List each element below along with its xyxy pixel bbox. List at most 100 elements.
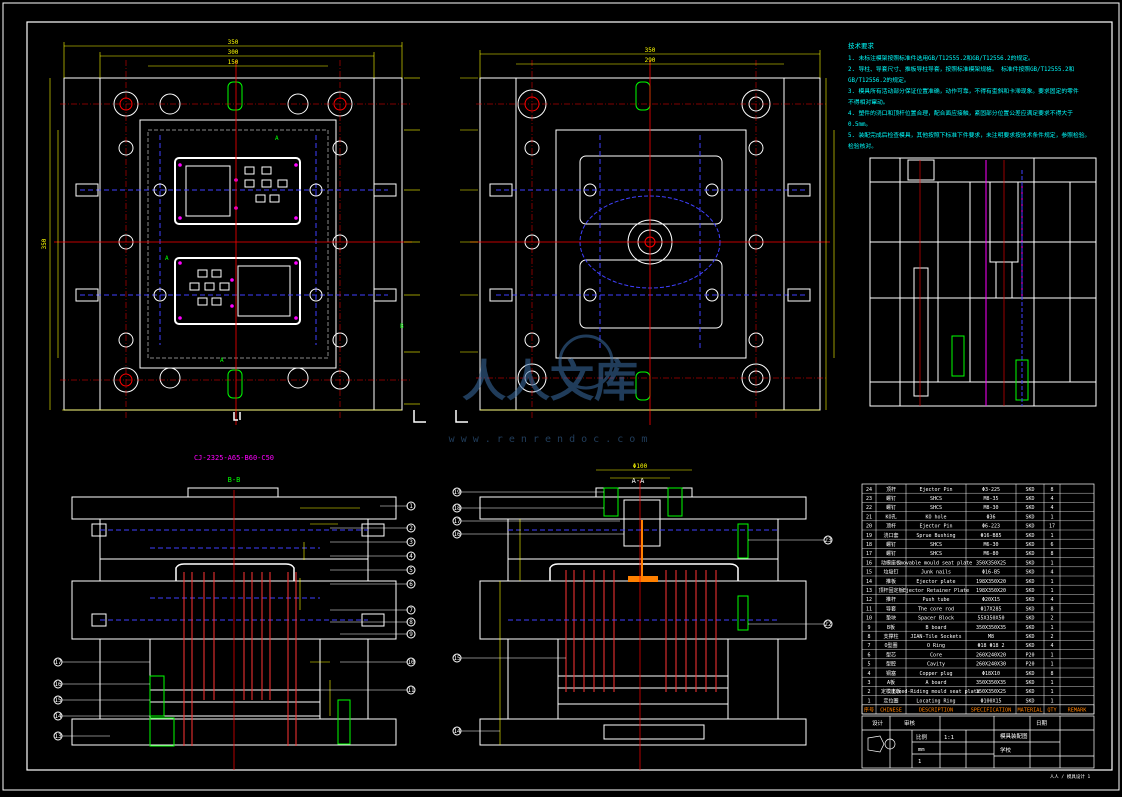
bom-cell-mat: P20: [1025, 652, 1034, 658]
bom-cell-no: 17: [866, 551, 872, 557]
balloon-label: 9: [409, 631, 413, 638]
bom-cell-no: 9: [867, 625, 870, 631]
balloon: 16: [452, 529, 624, 539]
balloon-label: 4: [409, 553, 413, 560]
balloon: 15: [452, 653, 566, 663]
bom-cell-en: B board: [925, 625, 946, 631]
balloon-label: 14: [453, 728, 461, 735]
balloons-aa-left: 19 18 17 16 15 14: [452, 487, 624, 736]
bom-cell-cn: 定模座板: [881, 688, 901, 695]
bom-cell-no: 6: [867, 652, 870, 658]
bom-cell-qty: 1: [1050, 680, 1053, 686]
bom-cell-cn: 垃圾钉: [883, 569, 898, 576]
bom-cell-cn: 型腔: [886, 661, 896, 668]
bom-cell-mat: SKD: [1025, 634, 1034, 640]
bom-header-en: DESCRIPTION: [919, 708, 953, 714]
bom-cell-spec: M6-30: [983, 542, 998, 548]
bom-cell-mat: SKD: [1025, 505, 1034, 511]
balloon-label: 8: [409, 619, 413, 626]
balloon: 18: [452, 503, 604, 513]
bom-header-rem: REMARK: [1068, 708, 1088, 714]
bom-cell-qty: 8: [1050, 551, 1053, 557]
balloon: 11: [320, 685, 416, 695]
balloon: 16: [53, 679, 150, 689]
footer-tag: 人人 / 模具设计 1: [1050, 773, 1091, 780]
bom-cell-en: A board: [925, 680, 946, 686]
balloon-label: 16: [54, 681, 62, 688]
bom-cell-spec: 350X350X35: [976, 680, 1006, 686]
note-line: 3. 模具所有活动部分保证位置准确，动作可靠，不得有歪斜和卡滞现象。要求固定的零…: [848, 87, 1079, 95]
bom-cell-mat: SKD: [1025, 524, 1034, 530]
balloon: 2: [330, 523, 416, 533]
tb-title: 模具装配图: [1000, 732, 1028, 740]
bom-cell-en: Junk nails: [921, 570, 951, 576]
bom-cell-spec: Φ17X285: [980, 606, 1001, 612]
watermark-url: w w w . r e n r e n d o c . c o m: [449, 434, 648, 445]
balloon-label: 16: [453, 531, 461, 538]
bom-cell-spec: Φ3-225: [982, 487, 1000, 493]
bom-cell-qty: 1: [1050, 588, 1053, 594]
svg-text:A: A: [220, 357, 224, 364]
balloon: 17: [452, 516, 620, 526]
section-a-a-label: A-A: [632, 477, 645, 485]
bom-cell-cn: 铜塞: [886, 670, 896, 677]
bom-cell-qty: 2: [1050, 616, 1053, 622]
bom-cell-mat: SKD: [1025, 597, 1034, 603]
bom-cell-no: 2: [867, 689, 870, 695]
inner-frame: [26, 21, 1113, 771]
balloon-label: 15: [453, 655, 461, 662]
part-code: CJ-2325-A65-B60-C50: [194, 454, 274, 462]
bom-cell-cn: 螺钉: [886, 541, 896, 548]
balloon-label: 22: [824, 621, 832, 628]
plan-view-moving-half: 350 290: [460, 47, 835, 425]
balloon-label: 1: [409, 503, 413, 510]
bom-cell-qty: 1: [1050, 652, 1053, 658]
bom-cell-no: 21: [866, 514, 872, 520]
bom-cell-spec: 55X350X50: [977, 616, 1004, 622]
section-a-a: A-A Φ100: [452, 463, 833, 770]
bom-cell-spec: Φ36: [986, 514, 995, 520]
note-line: 2. 导柱、导套尺寸、推板导柱导套，按照标准模架规格。 标准件按照GB/T125…: [848, 65, 1074, 73]
bom-cell-cn: B板: [887, 624, 895, 631]
balloon: 4: [330, 551, 416, 561]
balloon-label: 7: [409, 607, 413, 614]
bom-cell-no: 18: [866, 542, 872, 548]
bom-cell-qty: 8: [1050, 606, 1053, 612]
bom-cell-en: movable mould seat plate: [900, 560, 972, 566]
dim-right-top: 350: [645, 47, 656, 54]
bom-cell-spec: 350X350X25: [976, 689, 1006, 695]
bom-cell-en: Ejector Retainer Plate: [903, 588, 969, 594]
bom-cell-mat: SKD: [1025, 588, 1034, 594]
bom-cell-no: 19: [866, 533, 872, 539]
note-line: 4. 塑件的浇口和顶杆位置合理，配合面应接触，紧固部分位置公差应满足要求不得大于: [848, 109, 1073, 117]
section-b-b-label: B-B: [228, 476, 241, 484]
balloon: 1: [380, 501, 416, 511]
side-detail-view: [869, 157, 1097, 407]
title-block-text: 设计 审核 比例 1:1 mm 1 模具装配图 学校 日期: [872, 719, 1048, 765]
dim-right-inner: 290: [645, 57, 656, 64]
bom-cell-cn: 螺钉: [886, 504, 896, 511]
bom-cell-mat: SKD: [1025, 671, 1034, 677]
note-line: 技术要求: [848, 41, 875, 50]
balloon-label: 3: [409, 539, 413, 546]
bom-cell-cn: 浇口套: [883, 532, 898, 539]
bom-cell-en: SHCS: [930, 505, 942, 511]
bom-cell-en: Locating Ring: [916, 698, 955, 704]
bom-cell-no: 1: [867, 698, 870, 704]
balloons-right: 1 2 3 4 5 6 7 8 9 10 11: [320, 501, 416, 695]
bom-cell-qty: 8: [1050, 487, 1053, 493]
balloon-label: 18: [453, 505, 461, 512]
bom-cell-cn: 定位圈: [883, 697, 898, 704]
balloon: 6: [330, 579, 416, 589]
bom-cell-qty: 2: [1050, 634, 1053, 640]
bom-cell-mat: SKD: [1025, 551, 1034, 557]
balloons-aa-right: 23 22: [748, 535, 833, 629]
balloon: 3: [330, 537, 416, 547]
bom-cell-qty: 1: [1050, 579, 1053, 585]
bom-cell-mat: SKD: [1025, 616, 1034, 622]
balloon: 14: [452, 726, 500, 736]
note-line: 检验核对。: [848, 142, 877, 150]
bom-cell-en: SHCS: [930, 496, 942, 502]
